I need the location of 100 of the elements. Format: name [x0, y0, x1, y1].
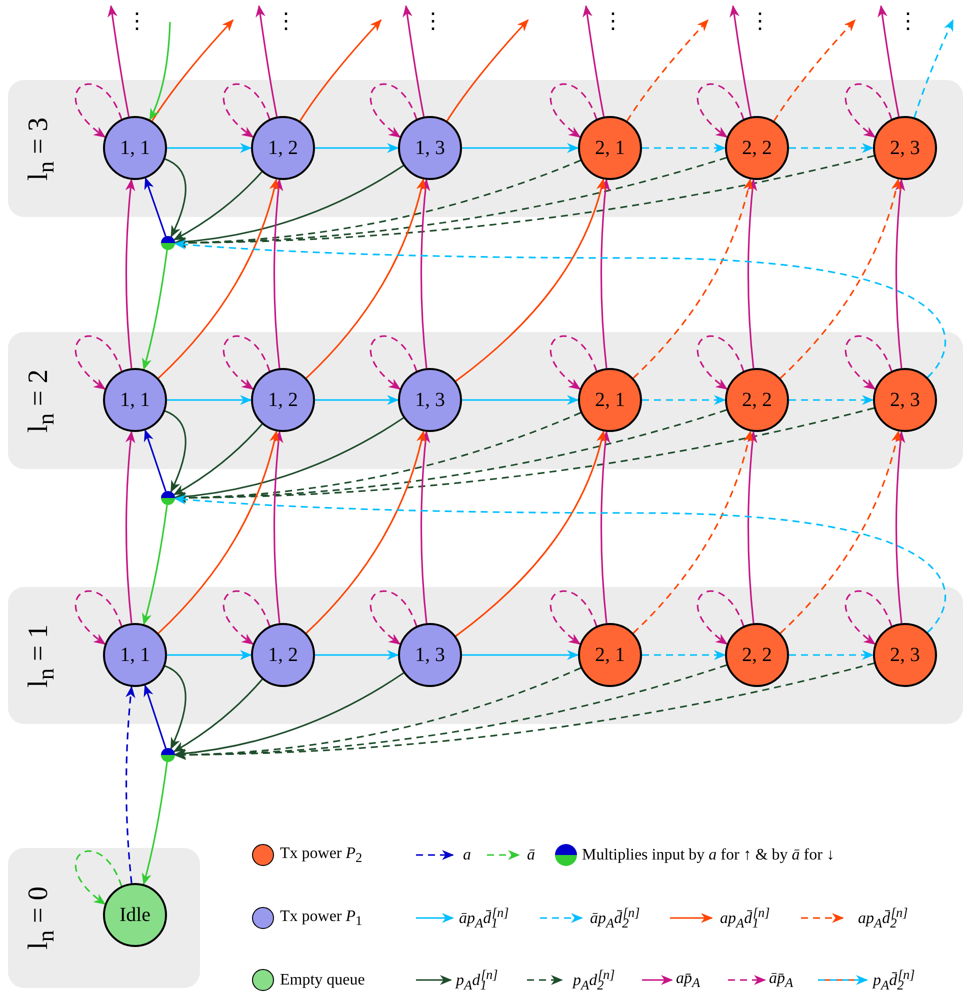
- arrow: [173, 424, 263, 496]
- self-loop-arrow: [696, 590, 744, 645]
- level-band: [8, 80, 963, 217]
- arrow: [420, 178, 430, 368]
- legend-label: a: [463, 845, 471, 865]
- arrow: [582, 5, 605, 117]
- arrow: [167, 143, 252, 153]
- arrow: [462, 650, 579, 660]
- level-band: [8, 848, 200, 988]
- arrow: [626, 19, 709, 122]
- self-loop-arrow: [844, 83, 892, 138]
- legend-label: ā: [527, 845, 535, 865]
- legend-label: Tx power P$_{2}$: [280, 844, 362, 866]
- arrow: [455, 430, 606, 637]
- arrow: [173, 678, 263, 752]
- arrow: [158, 430, 280, 634]
- arrow: [878, 5, 900, 117]
- self-loop-arrow: [696, 83, 744, 138]
- arrow: [173, 171, 262, 240]
- arrow: [455, 178, 606, 382]
- arrow: [642, 395, 726, 405]
- arrow: [174, 672, 404, 758]
- self-loop-arrow: [844, 335, 892, 390]
- state-circle: [725, 368, 789, 432]
- arrow: [306, 178, 426, 379]
- ellipsis-label: ⋮: [897, 10, 919, 32]
- arrow: [174, 240, 946, 378]
- multiplier-node: [161, 491, 175, 505]
- state-label: 2, 1: [595, 390, 625, 410]
- self-loop-arrow: [222, 590, 270, 645]
- arrow: [315, 650, 399, 660]
- arrow: [315, 395, 399, 405]
- state-circle: [725, 116, 789, 180]
- arrow: [174, 494, 946, 633]
- arrow: [164, 665, 186, 750]
- state-label: 1, 1: [120, 390, 150, 410]
- arrow: [600, 178, 610, 368]
- arrow: [142, 250, 168, 370]
- arrow: [747, 430, 758, 624]
- arrow: [462, 143, 579, 153]
- legend-label: Empty queue: [280, 970, 365, 990]
- self-loop-arrow: [550, 335, 598, 390]
- arrow: [167, 650, 252, 660]
- state-circle: [398, 368, 462, 432]
- state-label: 1, 2: [268, 138, 298, 158]
- legend-label: ap̄$_{A}$: [676, 968, 700, 992]
- self-loop-arrow: [370, 335, 418, 390]
- arrow: [914, 19, 954, 118]
- self-loop-arrow: [222, 83, 270, 138]
- state-circle: [251, 368, 315, 432]
- arrow: [600, 430, 610, 624]
- ellipsis-label: ⋮: [422, 10, 444, 32]
- arrow: [273, 430, 284, 624]
- state-circle: [398, 623, 462, 687]
- state-label: 1, 2: [268, 390, 298, 410]
- arrow: [167, 395, 252, 405]
- arrow: [142, 504, 168, 626]
- arrow: [462, 395, 579, 405]
- arrow: [632, 178, 753, 379]
- multiplier-node: [161, 748, 175, 762]
- state-circle: [578, 116, 642, 180]
- state-label: 2, 1: [595, 645, 625, 665]
- self-loop-arrow: [370, 590, 418, 645]
- state-label: 2, 3: [890, 390, 920, 410]
- state-circle: [103, 623, 167, 687]
- ellipsis-label: ⋮: [275, 10, 297, 32]
- self-loop-arrow: [696, 335, 744, 390]
- state-label: 1, 1: [120, 138, 150, 158]
- arrow: [789, 650, 874, 660]
- arrow: [895, 178, 906, 368]
- state-label: 1, 3: [415, 138, 445, 158]
- state-label: 2, 3: [890, 138, 920, 158]
- arrow: [895, 430, 906, 624]
- state-circle: [578, 623, 642, 687]
- self-loop-arrow: [74, 590, 122, 645]
- arrow: [402, 5, 425, 117]
- arrow: [747, 178, 758, 368]
- arrow: [789, 143, 874, 153]
- state-label: 1, 1: [120, 645, 150, 665]
- state-circle: [725, 623, 789, 687]
- state-circle: [251, 116, 315, 180]
- state-label: 1, 3: [415, 390, 445, 410]
- state-label: Idle: [119, 905, 151, 925]
- arrow: [730, 5, 752, 117]
- arrow: [149, 22, 171, 121]
- self-loop-arrow: [74, 335, 122, 390]
- arrow: [164, 410, 186, 493]
- arrow: [642, 650, 726, 660]
- arrow: [420, 430, 430, 624]
- state-circle: [578, 368, 642, 432]
- legend-label: āp̄$_{A}$: [769, 968, 794, 992]
- arrow: [174, 417, 404, 502]
- self-loop-arrow: [74, 83, 122, 138]
- state-circle: [251, 623, 315, 687]
- arrow: [151, 19, 234, 122]
- arrow: [315, 143, 399, 153]
- state-label: 2, 2: [742, 390, 772, 410]
- self-loop-arrow: [550, 590, 598, 645]
- arrow: [144, 177, 166, 237]
- arrow: [144, 684, 167, 749]
